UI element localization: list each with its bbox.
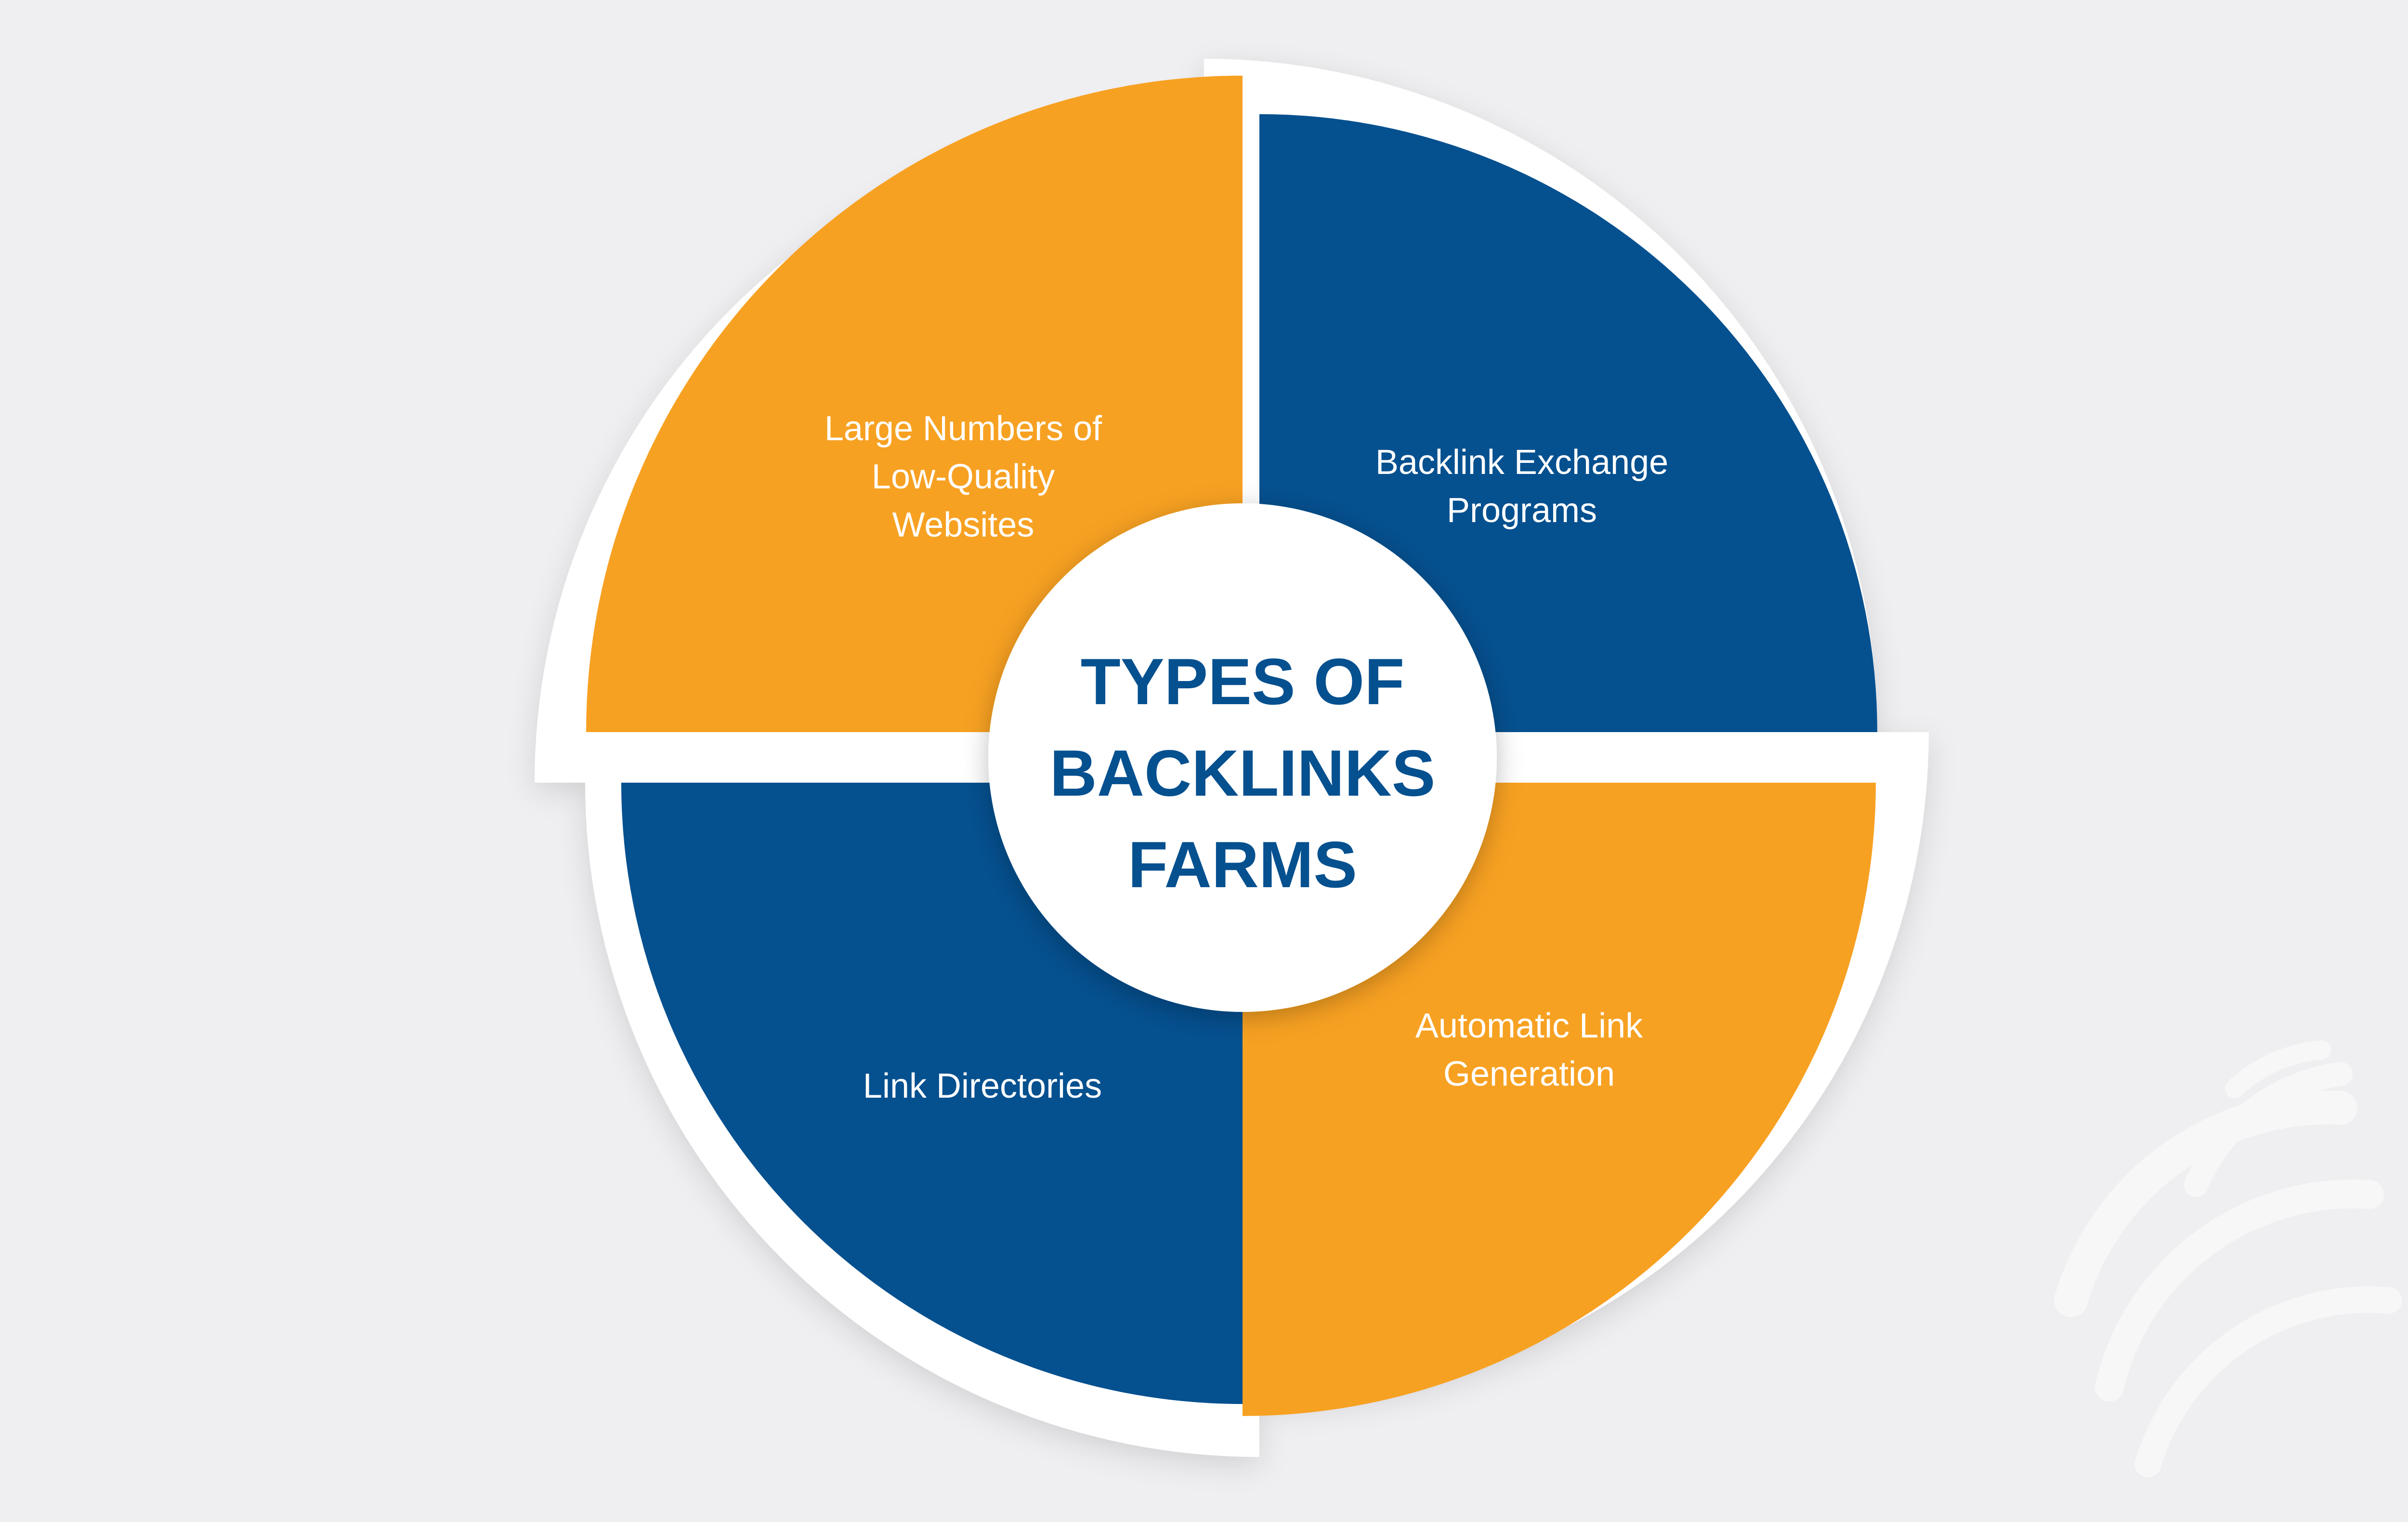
label-line: Backlink Exchange xyxy=(1375,443,1669,482)
label-line: Automatic Link xyxy=(1415,1007,1643,1045)
label-line: Generation xyxy=(1443,1055,1615,1093)
center-circle xyxy=(988,503,1497,1012)
label-line: Large Numbers of xyxy=(824,409,1102,448)
label-bottom-left: Link Directories xyxy=(863,1062,1102,1110)
label-line: Low-Quality xyxy=(871,458,1055,496)
label-line: Link Directories xyxy=(863,1067,1102,1105)
label-top-right: Backlink Exchange Programs xyxy=(1375,438,1668,535)
globe-watermark-icon xyxy=(2054,1040,2402,1478)
center-title: TYPES OF BACKLINKS FARMS xyxy=(1050,636,1436,910)
label-line: Programs xyxy=(1446,491,1597,530)
label-bottom-right: Automatic Link Generation xyxy=(1415,1002,1643,1098)
title-line: TYPES OF xyxy=(1080,645,1405,718)
title-line: FARMS xyxy=(1127,828,1357,901)
label-line: Websites xyxy=(892,506,1034,544)
label-top-left: Large Numbers of Low-Quality Websites xyxy=(824,405,1102,549)
title-line: BACKLINKS xyxy=(1049,736,1436,810)
